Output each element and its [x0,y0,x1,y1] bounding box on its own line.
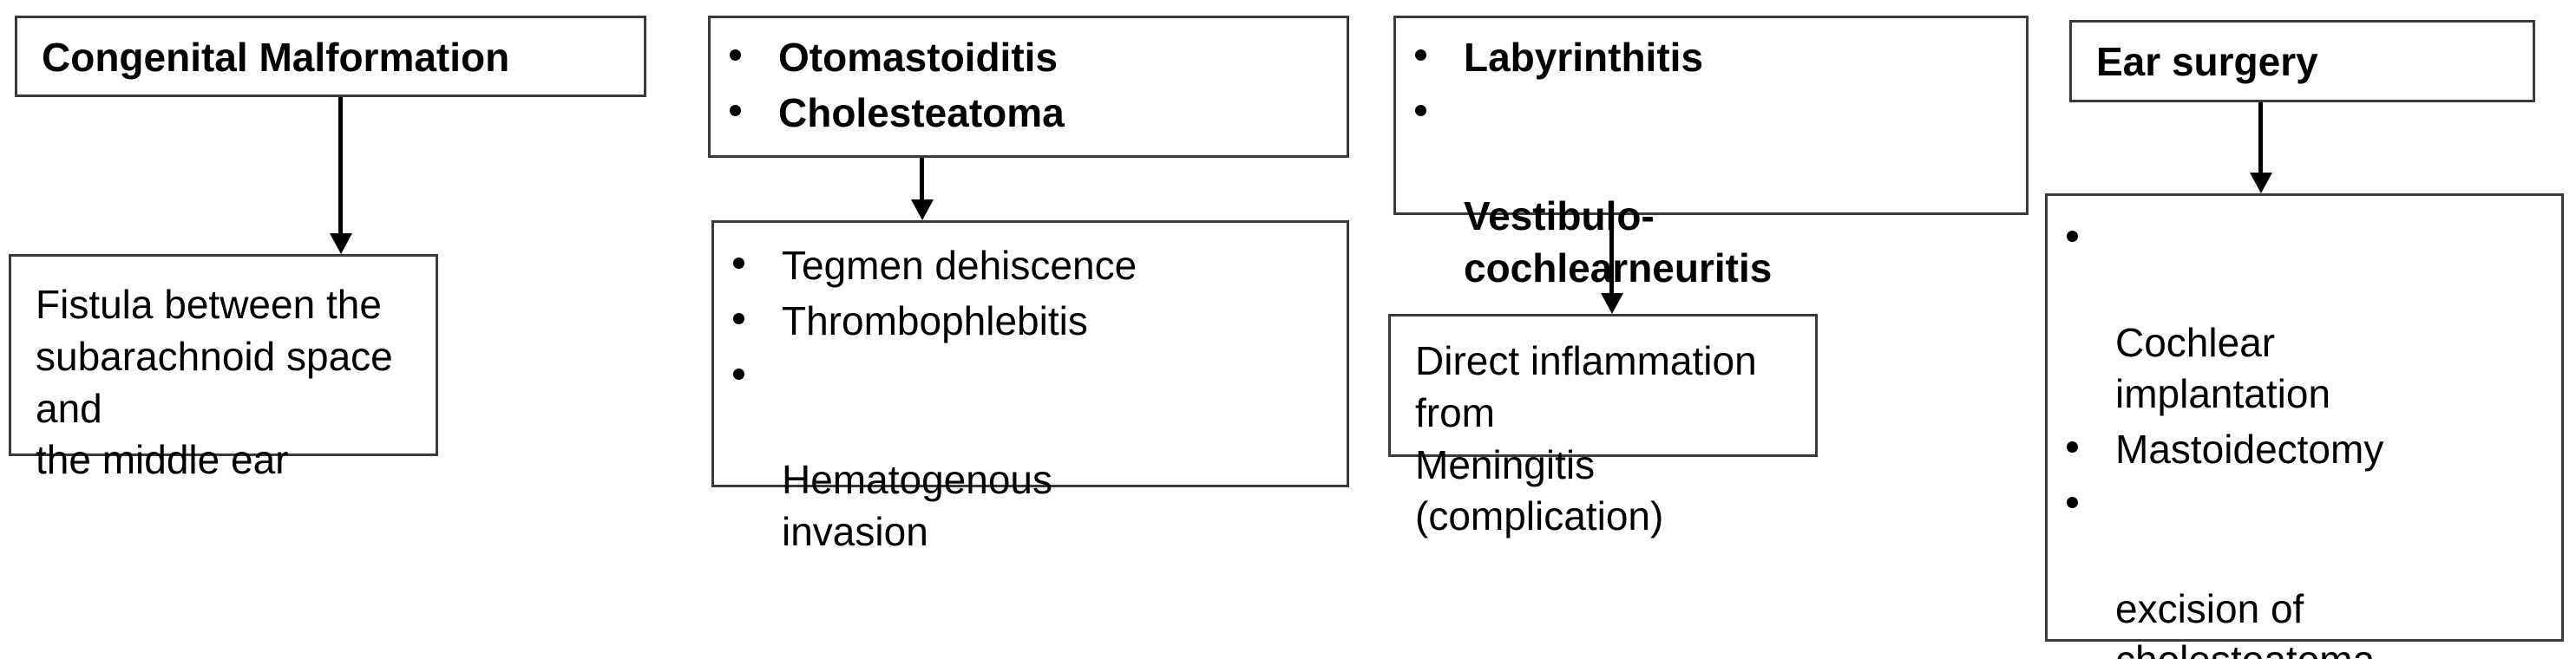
node-tegmen-thrombophlebitis-hematogenous: Tegmen dehiscence Thrombophlebitis Hemat… [711,220,1349,554]
node-labyrinthitis-vestibulocochlearneuritis-list: Labyrinthitis Vestibulo- cochlearneuriti… [1396,32,2017,298]
node-congenital-malformation-text: Congenital Malformation [42,35,510,80]
bullet-dot-icon [1415,49,1426,62]
node-labyrinthitis-vestibulocochlearneuritis: Labyrinthitis Vestibulo- cochlearneuriti… [1393,16,2029,290]
list-item: Mastoidectomy [2048,424,2553,476]
list-item: Tegmen dehiscence [714,240,1338,292]
node-otomastoiditis-cholesteatoma-list: Otomastoiditis Cholesteatoma [711,32,1338,143]
list-item: Thrombophlebitis [714,296,1338,348]
list-item-label: Mastoidectomy [2115,427,2384,473]
list-item: Cochlear implantation [2048,213,2553,421]
bullet-dot-icon [730,49,741,62]
arrow-shaft [338,97,343,233]
node-ear-surgery: Ear surgery [2069,20,2535,102]
node-tegmen-thrombophlebitis-hematogenous-list: Tegmen dehiscence Thrombophlebitis Hemat… [714,240,1338,562]
node-otomastoiditis-cholesteatoma: Otomastoiditis Cholesteatoma [708,16,1349,158]
bullet-dot-icon [2067,231,2078,243]
list-item-label: Thrombophlebitis [782,297,1088,343]
bullet-dot-icon [1415,105,1426,117]
node-direct-inflammation: Direct inflammation from Meningitis (com… [1388,314,1818,538]
arrow-head-icon [2250,173,2272,193]
list-item-label: excision of cholesteatoma [2115,585,2375,659]
arrow-shaft [2258,102,2263,173]
node-ear-surgery-text: Ear surgery [2096,39,2318,84]
list-item: Labyrinthitis [1396,32,2017,84]
list-item: excision of cholesteatoma [2048,480,2553,659]
arrow-column-2 [911,158,934,220]
arrow-column-1 [330,97,352,254]
node-fistula: Fistula between the subarachnoid space a… [9,254,438,482]
arrow-shaft [1609,215,1614,293]
bullet-dot-icon [733,368,744,380]
arrow-head-icon [330,233,352,254]
arrow-column-3 [1601,215,1623,314]
list-item: Cholesteatoma [711,88,1338,140]
list-item-label: Otomastoiditis [778,35,1059,80]
list-item-label: Labyrinthitis [1464,35,1704,80]
bullet-dot-icon [733,313,744,325]
bullet-dot-icon [2067,441,2078,453]
list-item-label: Cholesteatoma [778,89,1065,135]
node-ear-surgery-procedures-list: Cochlear implantation Mastoidectomy exci… [2048,213,2553,659]
node-ear-surgery-procedures: Cochlear implantation Mastoidectomy exci… [2045,193,2564,659]
list-item-label: Cochlear implantation [2115,319,2331,417]
arrow-head-icon [911,199,934,220]
list-item: Vestibulo- cochlearneuritis [1396,88,2017,295]
list-item: Otomastoiditis [711,32,1338,84]
bullet-dot-icon [2067,497,2078,509]
bullet-dot-icon [730,105,741,117]
arrow-head-icon [1601,293,1623,314]
node-fistula-text: Fistula between the subarachnoid space a… [36,282,393,483]
list-item-label: Hematogenous invasion [782,457,1052,554]
list-item: Hematogenous invasion [714,351,1338,558]
list-item-label: Vestibulo- cochlearneuritis [1464,193,1773,291]
node-congenital-malformation: Congenital Malformation [15,16,646,97]
arrow-column-4 [2250,102,2272,193]
node-direct-inflammation-text: Direct inflammation from Meningitis (com… [1415,338,1757,539]
bullet-dot-icon [733,258,744,270]
arrow-shaft [920,158,924,199]
list-item-label: Tegmen dehiscence [782,243,1137,288]
